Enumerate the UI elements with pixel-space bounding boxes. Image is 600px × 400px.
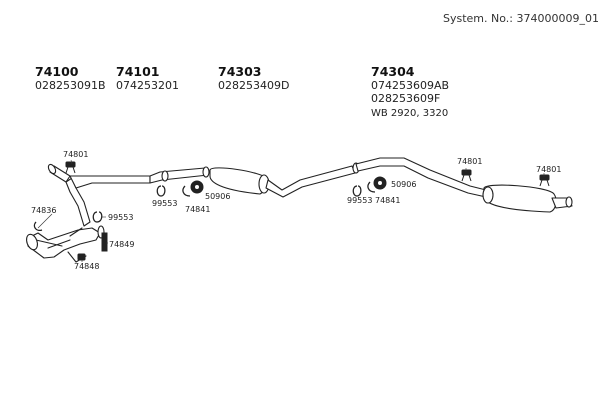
part-ref: 028253091B bbox=[35, 79, 106, 92]
callout-74848: 74848 bbox=[74, 262, 100, 271]
pipe-74101 bbox=[69, 175, 151, 189]
callout-74801: 74801 bbox=[63, 150, 89, 159]
part-ref: 028253609F bbox=[371, 92, 441, 105]
callout-74841: 74841 bbox=[375, 196, 401, 205]
tail-pipe-tip bbox=[565, 196, 573, 208]
part-block-74100: 74100 028253091B bbox=[35, 64, 106, 92]
part-ref: 074253201 bbox=[116, 79, 179, 92]
rear-muffler bbox=[483, 184, 557, 213]
part-block-74101: 74101 074253201 bbox=[116, 64, 179, 92]
bolt-74848 bbox=[77, 253, 86, 261]
part-block-74304: 74304 074253609AB 028253609F WB 2920, 33… bbox=[371, 64, 449, 119]
part-number: 74304 bbox=[371, 64, 415, 79]
ring-74836 bbox=[33, 221, 43, 232]
joint bbox=[161, 170, 169, 182]
part-block-74303: 74303 028253409D bbox=[218, 64, 289, 92]
system-number: System. No.: 374000009_01 bbox=[443, 12, 599, 25]
callout-74849: 74849 bbox=[109, 240, 135, 249]
clamp-74841-b bbox=[367, 181, 376, 193]
clamp-99553-b bbox=[156, 185, 166, 197]
callout-50906: 50906 bbox=[205, 192, 231, 201]
callout-50906: 50906 bbox=[391, 180, 417, 189]
joint bbox=[202, 166, 210, 178]
hanger-74801-far-right bbox=[539, 174, 550, 187]
part-number: 74303 bbox=[218, 64, 262, 79]
part-note: WB 2920, 3320 bbox=[371, 108, 449, 119]
part-number: 74101 bbox=[116, 64, 160, 79]
pipe-end-cap bbox=[47, 163, 57, 175]
callout-99553: 99553 bbox=[152, 199, 178, 208]
hanger-74801-left bbox=[65, 161, 76, 174]
callout-74841: 74841 bbox=[185, 205, 211, 214]
callout-99553: 99553 bbox=[108, 213, 134, 222]
bracket-74849 bbox=[101, 232, 108, 252]
callout-74801: 74801 bbox=[536, 165, 562, 174]
part-ref: 074253609AB bbox=[371, 79, 450, 92]
part-ref: 028253409D bbox=[218, 79, 290, 92]
mid-pipe bbox=[149, 167, 209, 184]
front-pipe bbox=[26, 225, 105, 263]
clamp-99553-c bbox=[352, 185, 362, 197]
callout-99553: 99553 bbox=[347, 196, 373, 205]
muffler-end bbox=[482, 186, 494, 204]
part-number: 74100 bbox=[35, 64, 79, 79]
connecting-pipe bbox=[265, 165, 356, 198]
hanger-74801-right bbox=[461, 169, 472, 182]
clamp-74841-a bbox=[182, 185, 191, 197]
callout-74801: 74801 bbox=[457, 157, 483, 166]
center-muffler bbox=[209, 167, 268, 195]
clamp-99553-a bbox=[92, 211, 103, 223]
callout-74836: 74836 bbox=[31, 206, 57, 215]
